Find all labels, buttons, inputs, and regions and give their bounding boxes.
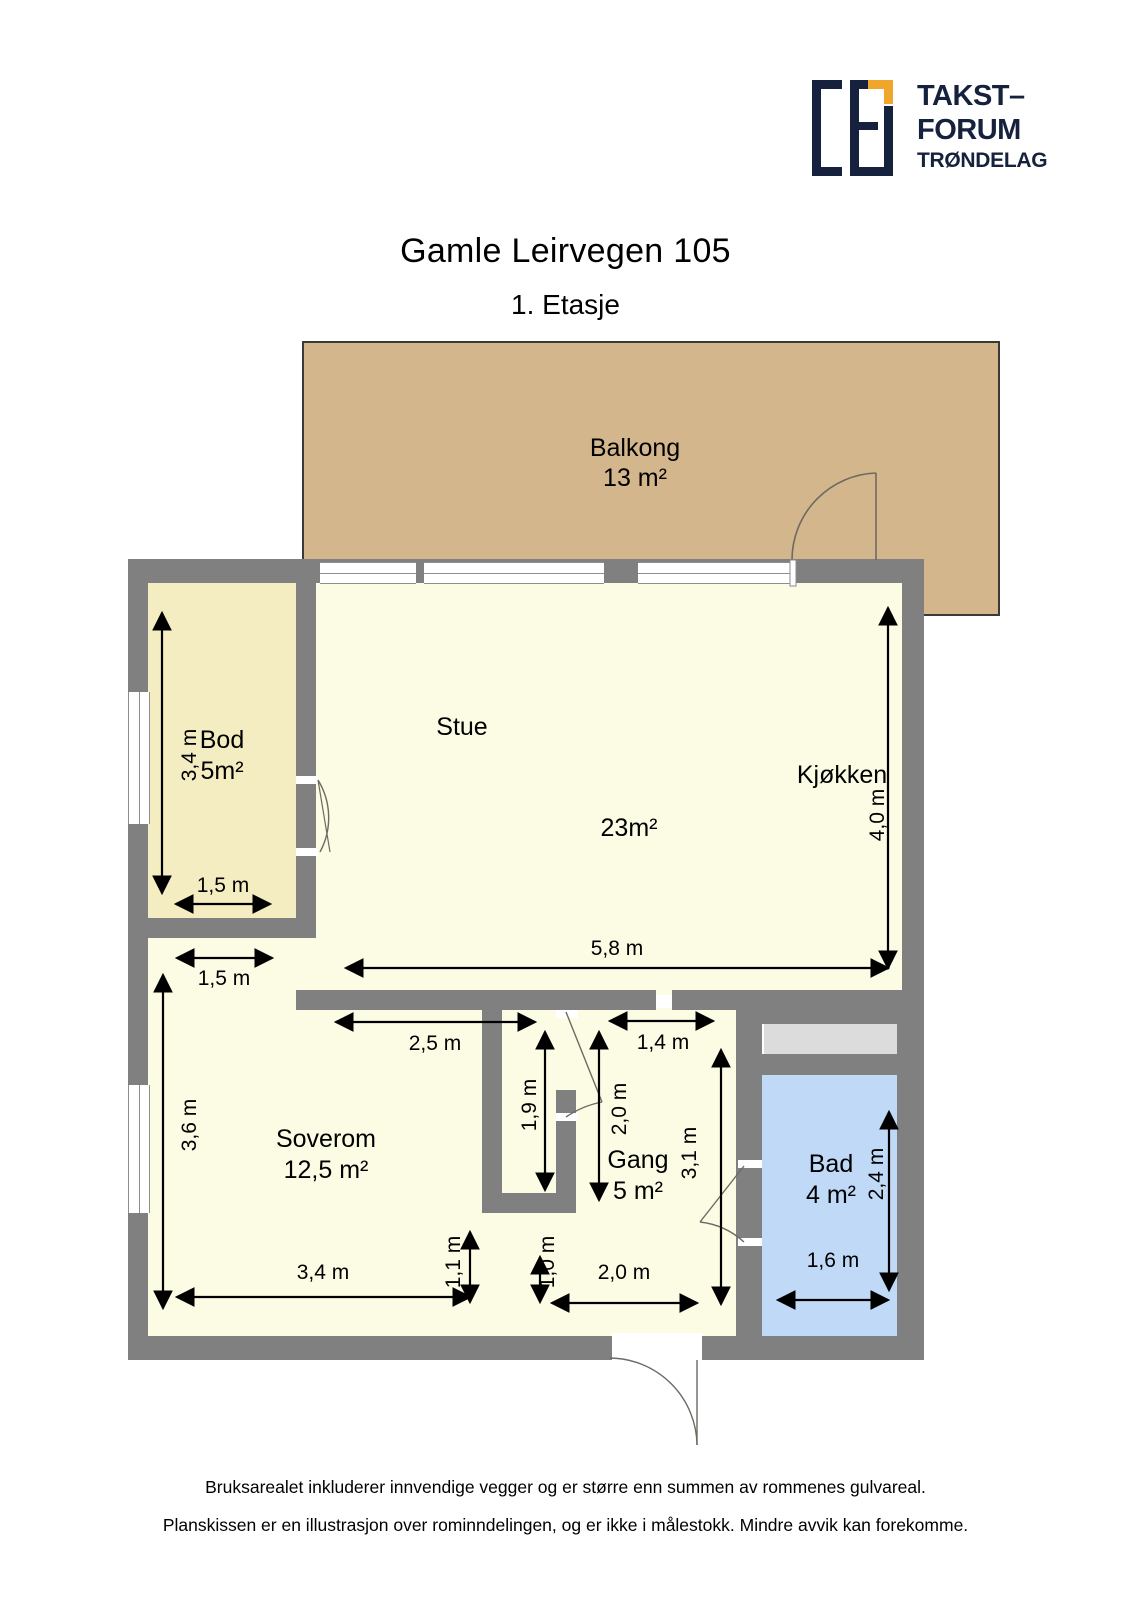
wall-gang-bad (736, 1008, 762, 1336)
wall-bod-bottom (128, 918, 316, 938)
logo-line-1: TAKST– (917, 80, 1025, 112)
door-opening-gang-inner (556, 1113, 578, 1121)
label-soverom-name: Soverom (275, 1125, 377, 1153)
footer-notes: Bruksarealet inkluderer innvendige vegge… (0, 1468, 1131, 1544)
wall-stue-bottom-right (672, 990, 924, 1010)
dim-soverom-width: 3,4 m (296, 1261, 350, 1284)
door-opening-bod-bottom (296, 848, 318, 856)
label-bod-name: Bod (199, 726, 245, 754)
page-subtitle: 1. Etasje (511, 289, 620, 320)
door-opening-bad-bottom (738, 1238, 762, 1246)
label-gang-name: Gang (607, 1146, 669, 1174)
wall-bad-fixture-bottom (762, 1054, 897, 1075)
label-balkong-name: Balkong (589, 434, 681, 462)
wall-stue-bottom-left (296, 990, 656, 1010)
dim-soverom-mid: 2,5 m (408, 1032, 462, 1055)
door-opening-bad-top (738, 1160, 762, 1168)
dim-bod-width: 1,5 m (196, 874, 250, 897)
label-soverom-area: 12,5 m² (283, 1156, 369, 1184)
dim-soverom-notch: 1,1 m (442, 1235, 465, 1289)
room-bod (148, 583, 303, 920)
label-stue-name: Stue (436, 713, 488, 741)
wall-bottom-exterior (128, 1333, 924, 1360)
wall-soverom-gang-upper (482, 1008, 502, 1211)
wall-top-left (128, 559, 323, 586)
wall-bod-stue (296, 559, 316, 936)
bad-fixture-block (764, 1022, 897, 1056)
wall-gang-notch-horizontal (482, 1193, 576, 1213)
dim-stue-width: 5,8 m (590, 937, 644, 960)
dim-soverom-top: 1,5 m (197, 967, 251, 990)
dim-gang-right: 3,1 m (678, 1126, 701, 1180)
dim-bad-width: 1,6 m (806, 1249, 860, 1272)
dim-gang-notch: 1,0 m (536, 1235, 559, 1289)
window-bod-left (128, 692, 150, 824)
window-stue-1 (320, 562, 416, 584)
footer-line-2: Planskissen er en illustrasjon over romi… (162, 1515, 969, 1535)
dim-gang-width: 2,0 m (597, 1261, 651, 1284)
door-opening-gang-top (556, 1010, 578, 1018)
dim-soverom-height: 3,6 m (178, 1098, 201, 1152)
door-opening-entrance (612, 1333, 702, 1360)
dim-gang-centre: 2,0 m (608, 1082, 631, 1136)
label-gang-area: 5 m² (613, 1177, 663, 1205)
takst-forum-logo: TAKST– FORUM TRØNDELAG (812, 78, 1048, 178)
dim-gang-top: 1,4 m (636, 1031, 690, 1054)
footer-line-1: Bruksarealet inkluderer innvendige vegge… (205, 1477, 926, 1497)
label-stue-area: 23m² (600, 814, 658, 842)
dim-gang-left: 1,9 m (518, 1078, 541, 1132)
dim-bad-height: 2,4 m (865, 1147, 888, 1201)
window-stue-2 (424, 562, 604, 584)
page-title: Gamle Leirvegen 105 (400, 232, 731, 270)
window-soverom-left (128, 1085, 150, 1213)
logo-line-3: TRØNDELAG (917, 149, 1048, 172)
window-stue-3 (638, 562, 796, 584)
logo-wordmark: TAKST– FORUM TRØNDELAG (917, 78, 1048, 178)
room-stue-kjokken (310, 583, 902, 995)
door-opening-bod-top (296, 776, 318, 784)
dim-kjokken-height: 4,0 m (866, 788, 889, 842)
label-bad-name: Bad (808, 1150, 854, 1178)
dim-bod-height: 3,4 m (178, 728, 201, 782)
label-kjokken-name: Kjøkken (796, 761, 888, 789)
label-balkong-area: 13 m² (603, 464, 667, 492)
wall-bad-top (762, 1008, 897, 1024)
floorplan-bracket-logo-icon (812, 80, 902, 176)
logo-line-2: FORUM (917, 114, 1021, 146)
label-bad-area: 4 m² (806, 1181, 856, 1209)
label-bod-area: 5m² (200, 757, 244, 785)
